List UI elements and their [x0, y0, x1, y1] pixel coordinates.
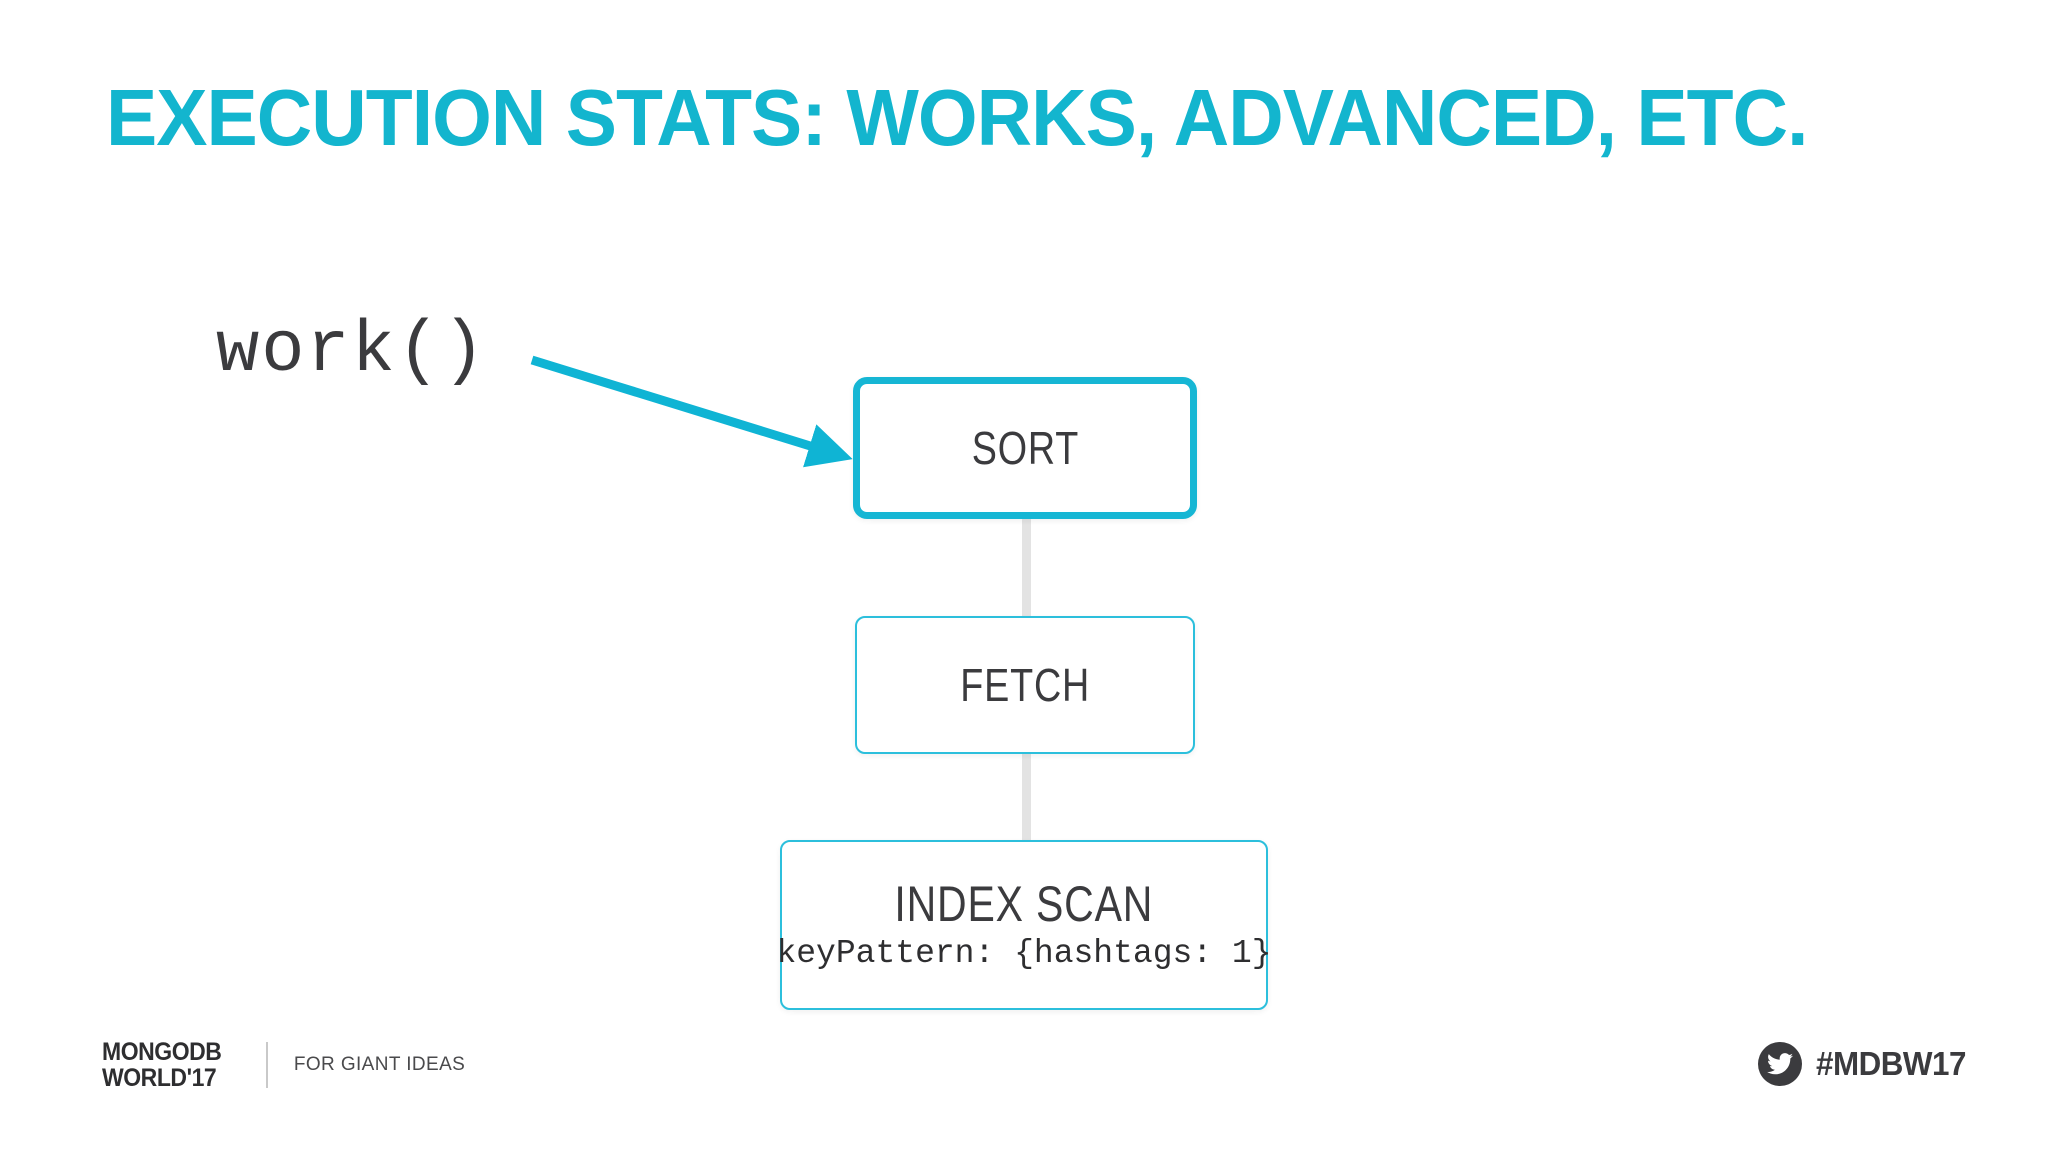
plan-node-index-scan-title: INDEX SCAN: [894, 876, 1154, 932]
connector-sort-to-fetch: [1022, 512, 1031, 624]
brand-line-2: WORLD'17: [102, 1064, 217, 1092]
mongodb-world-logo: MONGODB WORLD'17: [102, 1038, 222, 1092]
plan-node-fetch-title: FETCH: [960, 659, 1090, 711]
event-hashtag: #MDBW17: [1816, 1045, 1967, 1082]
brand-tagline: FOR GIANT IDEAS: [293, 1054, 466, 1075]
work-call-label: work(): [216, 310, 488, 392]
page-title: EXECUTION STATS: WORKS, ADVANCED, ETC.: [106, 73, 1808, 162]
plan-node-fetch[interactable]: FETCH: [855, 616, 1195, 754]
footer-social: #MDBW17: [1758, 1038, 1974, 1090]
plan-node-index-scan[interactable]: INDEX SCAN keyPattern: {hashtags: 1}: [776, 840, 1272, 1010]
divider: [265, 1042, 268, 1088]
plan-node-sort-title: SORT: [971, 422, 1079, 474]
twitter-bird-icon[interactable]: [1758, 1042, 1803, 1086]
brand-line-1: MONGODB: [102, 1038, 222, 1066]
plan-node-sort[interactable]: SORT: [853, 377, 1197, 519]
footer-brand: MONGODB WORLD'17 FOR GIANT IDEAS: [102, 1034, 465, 1096]
plan-node-index-scan-keypattern: keyPattern: {hashtags: 1}: [776, 935, 1272, 972]
connector-fetch-to-index-scan: [1022, 752, 1031, 848]
